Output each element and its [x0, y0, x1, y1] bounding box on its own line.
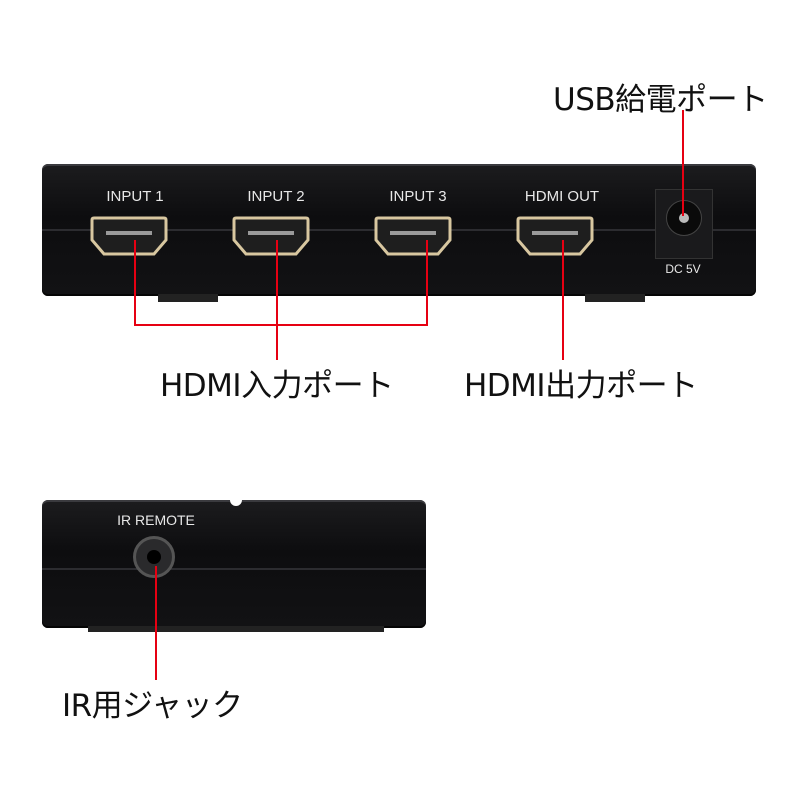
device-foot: [88, 626, 384, 632]
panel-seam: [42, 568, 426, 570]
port-label-input-2: INPUT 2: [247, 188, 305, 205]
ir-jack-icon: [133, 536, 175, 578]
hdmi-port-icon: [90, 216, 168, 256]
port-label-input-3: INPUT 3: [389, 188, 447, 205]
callout-line: [134, 240, 136, 325]
device-side-panel: [42, 498, 426, 628]
port-label-input-1: INPUT 1: [106, 188, 164, 205]
callout-line: [562, 240, 564, 360]
callout-usb-power: USB給電ポート: [553, 82, 768, 118]
callout-line: [134, 324, 428, 326]
callout-hdmi-input: HDMI入力ポート: [160, 368, 394, 404]
side-notch: [230, 498, 242, 506]
device-foot: [585, 294, 645, 302]
dc-label: DC 5V: [665, 262, 701, 276]
callout-ir-jack: IR用ジャック: [62, 688, 243, 724]
hdmi-port-icon: [232, 216, 310, 256]
callout-line: [276, 240, 278, 360]
ir-remote-label: IR REMOTE: [117, 512, 195, 528]
callout-hdmi-output: HDMI出力ポート: [464, 368, 698, 404]
hdmi-port-icon: [516, 216, 594, 256]
callout-line: [155, 566, 157, 680]
device-foot: [158, 294, 218, 302]
port-label-hdmi-out: HDMI OUT: [524, 188, 600, 205]
callout-line: [426, 240, 428, 325]
dc-power-jack: [655, 189, 713, 259]
dc-jack-hole-icon: [666, 200, 702, 236]
hdmi-port-icon: [374, 216, 452, 256]
callout-line: [682, 110, 684, 216]
